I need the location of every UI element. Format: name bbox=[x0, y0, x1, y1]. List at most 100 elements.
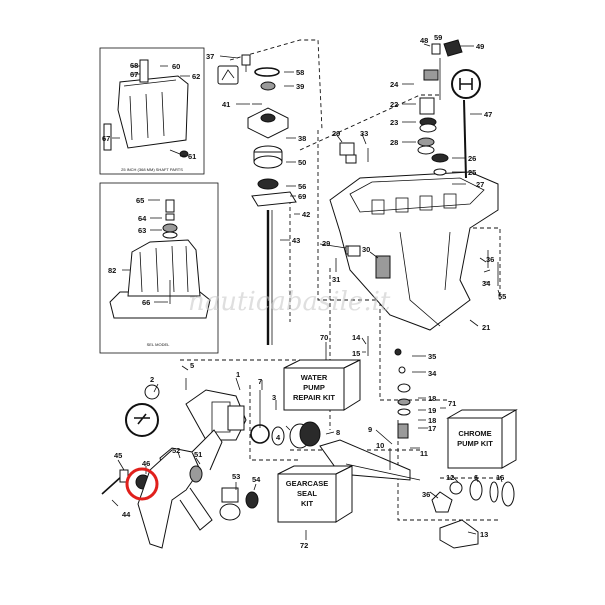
part-label-59: 59 bbox=[434, 33, 442, 42]
part-label-63: 63 bbox=[138, 226, 146, 235]
part-label-50: 50 bbox=[298, 158, 306, 167]
kit-water-pump: WATER PUMP REPAIR KIT bbox=[283, 359, 361, 411]
part-label-13: 13 bbox=[480, 530, 488, 539]
part-label-46: 46 bbox=[142, 459, 150, 468]
part-label-34b: 34 bbox=[428, 369, 437, 378]
part-label-48: 48 bbox=[420, 36, 428, 45]
part-label-47: 47 bbox=[484, 110, 492, 119]
inset-bottom-caption: SEL MODEL bbox=[147, 342, 171, 347]
part-label-65: 65 bbox=[136, 196, 144, 205]
part-label-7: 7 bbox=[258, 377, 262, 386]
part-label-69: 69 bbox=[298, 192, 306, 201]
part-label-49: 49 bbox=[476, 42, 484, 51]
part-label-16: 16 bbox=[496, 473, 504, 482]
part-label-12: 12 bbox=[446, 473, 454, 482]
part-label-64: 64 bbox=[138, 214, 147, 223]
part-label-71: 71 bbox=[448, 399, 456, 408]
gearcase-seal-kit-line3: KIT bbox=[301, 499, 314, 508]
part-label-41: 41 bbox=[222, 100, 230, 109]
part-label-38: 38 bbox=[298, 134, 306, 143]
part-label-34: 34 bbox=[482, 279, 491, 288]
part-label-2: 2 bbox=[150, 375, 154, 384]
part-label-5: 5 bbox=[190, 361, 194, 370]
part-label-1: 1 bbox=[236, 370, 240, 379]
kit-chrome-pump: CHROME PUMP KIT bbox=[446, 409, 518, 469]
right-small-parts bbox=[335, 142, 499, 374]
part-label-60: 60 bbox=[172, 62, 180, 71]
part-label-42: 42 bbox=[302, 210, 310, 219]
part-label-45: 45 bbox=[114, 451, 122, 460]
part-label-37: 37 bbox=[206, 52, 214, 61]
part-label-56: 56 bbox=[298, 182, 306, 191]
part-label-44: 44 bbox=[122, 510, 131, 519]
water-pump-kit-line2: PUMP bbox=[303, 383, 325, 392]
part-label-29b: 29 bbox=[322, 239, 330, 248]
part-label-67: 67 bbox=[130, 70, 138, 79]
part-label-6: 6 bbox=[474, 473, 478, 482]
part-label-4: 4 bbox=[276, 433, 281, 442]
part-label-70: 70 bbox=[320, 333, 328, 342]
part-label-58: 58 bbox=[296, 68, 304, 77]
part-label-67b: 67 bbox=[102, 134, 110, 143]
water-pump-kit-line3: REPAIR KIT bbox=[293, 393, 335, 402]
part-label-27: 27 bbox=[476, 180, 484, 189]
part-label-29: 29 bbox=[332, 129, 340, 138]
water-pump-kit-line1: WATER bbox=[301, 373, 328, 382]
part-label-18b: 18 bbox=[428, 416, 436, 425]
part-label-54: 54 bbox=[252, 475, 261, 484]
gearcase-seal-kit-line2: SEAL bbox=[297, 489, 317, 498]
part-label-14: 14 bbox=[352, 333, 361, 342]
part-label-3: 3 bbox=[272, 393, 276, 402]
part-label-55: 55 bbox=[498, 292, 506, 301]
part-label-24: 24 bbox=[390, 80, 399, 89]
highlight-circle bbox=[125, 467, 159, 501]
chrome-pump-kit-line2: PUMP KIT bbox=[457, 439, 493, 448]
part-label-72: 72 bbox=[300, 541, 308, 550]
part-label-61: 61 bbox=[188, 152, 196, 161]
part-label-39: 39 bbox=[296, 82, 304, 91]
part-label-18: 18 bbox=[428, 394, 436, 403]
part-label-21: 21 bbox=[482, 323, 490, 332]
watermark-text: nauticabasile.it bbox=[188, 287, 391, 317]
part-label-43: 43 bbox=[292, 236, 300, 245]
gearcase-housing bbox=[329, 154, 499, 331]
part-label-31: 31 bbox=[332, 275, 340, 284]
chrome-pump-kit-line1: CHROME bbox=[458, 429, 491, 438]
part-label-19: 19 bbox=[428, 406, 436, 415]
part-label-11: 11 bbox=[420, 449, 428, 458]
part-label-28: 28 bbox=[390, 138, 398, 147]
part-label-82: 82 bbox=[108, 266, 116, 275]
inset-shaft-parts: 25 INCH (368 MM) SHAFT PARTS bbox=[99, 47, 205, 175]
part-number-labels: 68 67 60 62 67 61 65 64 63 82 66 37 58 3… bbox=[102, 33, 506, 550]
shift-rod-assembly bbox=[417, 39, 481, 179]
part-label-35: 35 bbox=[428, 352, 436, 361]
part-label-8: 8 bbox=[336, 428, 340, 437]
gearcase-seal-kit-line1: GEARCASE bbox=[286, 479, 329, 488]
part-label-36: 36 bbox=[486, 255, 494, 264]
part-label-15: 15 bbox=[352, 349, 360, 358]
part-label-22: 22 bbox=[390, 100, 398, 109]
part-label-30: 30 bbox=[362, 245, 370, 254]
leader-lines bbox=[111, 43, 503, 540]
part-label-36b: 36 bbox=[422, 490, 430, 499]
part-label-33: 33 bbox=[360, 129, 368, 138]
part-label-9: 9 bbox=[368, 425, 372, 434]
part-label-68: 68 bbox=[130, 61, 138, 70]
part-label-26: 26 bbox=[468, 154, 476, 163]
part-label-10: 10 bbox=[376, 441, 384, 450]
part-label-25: 25 bbox=[468, 168, 476, 177]
lower-unit-parts bbox=[125, 378, 515, 549]
part-label-53: 53 bbox=[232, 472, 240, 481]
part-label-17: 17 bbox=[428, 424, 436, 433]
water-pump-assembly bbox=[217, 54, 297, 345]
part-label-66: 66 bbox=[142, 298, 150, 307]
part-label-51: 51 bbox=[194, 450, 202, 459]
kit-gearcase-seal: GEARCASE SEAL KIT bbox=[277, 465, 353, 523]
inset-top-caption: 25 INCH (368 MM) SHAFT PARTS bbox=[121, 167, 183, 172]
part-label-23: 23 bbox=[390, 118, 398, 127]
part-label-62: 62 bbox=[192, 72, 200, 81]
part-label-52: 52 bbox=[172, 446, 180, 455]
inset-sel-model: SEL MODEL bbox=[99, 182, 219, 354]
